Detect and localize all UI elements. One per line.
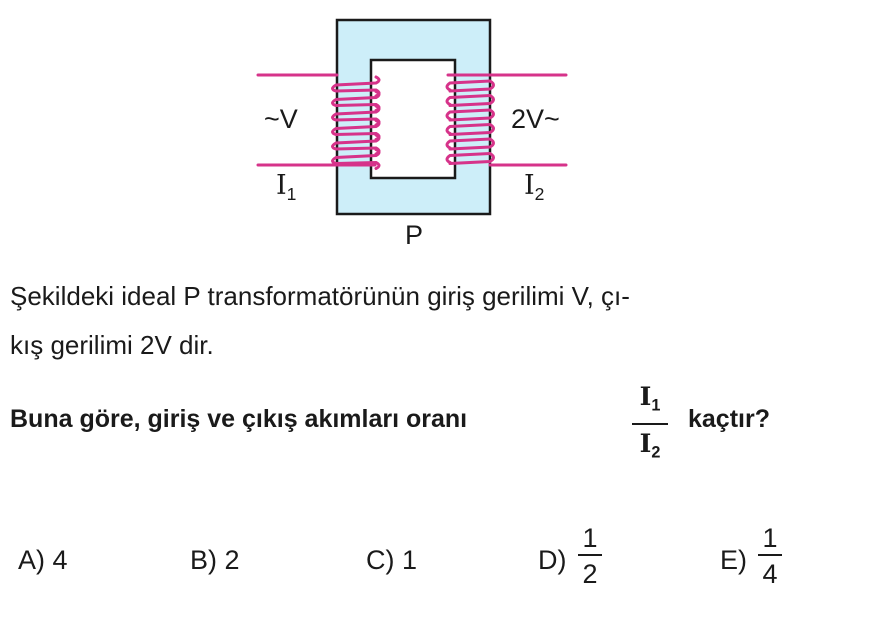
- current-ratio-fraction: I1 I2: [632, 380, 668, 471]
- numerator: 1: [762, 523, 778, 553]
- transformer-diagram: [256, 18, 568, 216]
- current-symbol: I: [524, 170, 535, 201]
- current-symbol: I: [276, 170, 287, 201]
- option-letter: B): [190, 545, 217, 575]
- output-current-label: I2: [524, 170, 544, 205]
- numerator-symbol: I: [639, 382, 652, 411]
- input-current-label: I1: [276, 170, 296, 205]
- option-a[interactable]: A) 4: [18, 545, 68, 576]
- option-value: 1: [402, 545, 418, 575]
- numerator: 1: [582, 523, 598, 553]
- option-b[interactable]: B) 2: [190, 545, 240, 576]
- denominator: 2: [582, 559, 598, 589]
- secondary-coil-turn: [445, 122, 495, 136]
- option-value: 4: [52, 545, 68, 575]
- input-voltage-label: ~V: [264, 104, 298, 134]
- option-letter: C): [366, 545, 395, 575]
- secondary-coil-turn: [445, 151, 495, 165]
- denominator-subscript: 2: [651, 443, 661, 462]
- question-text-after: kaçtır?: [688, 405, 770, 433]
- option-d-fraction: 1 2: [578, 522, 602, 592]
- current-subscript: 1: [286, 184, 297, 205]
- denominator-symbol: I: [639, 428, 652, 458]
- denominator: 4: [762, 559, 778, 589]
- secondary-coil-turn: [445, 79, 495, 93]
- fraction-bar: [578, 554, 602, 556]
- transformer-label: P: [405, 220, 424, 250]
- option-c[interactable]: C) 1: [366, 545, 417, 576]
- secondary-coil-turn: [445, 108, 495, 122]
- output-voltage-label: 2V~: [511, 104, 560, 134]
- secondary-coil-turn: [445, 93, 495, 107]
- secondary-coil-turn: [445, 137, 495, 151]
- problem-line-2: kış gerilimi 2V dir.: [10, 330, 214, 360]
- option-e-fraction: 1 4: [758, 522, 782, 592]
- option-value: 2: [224, 545, 240, 575]
- fraction-bar: [758, 554, 782, 556]
- problem-text: Şekildeki ideal P transformatörünün giri…: [10, 272, 630, 370]
- option-letter: A): [18, 545, 45, 575]
- option-d[interactable]: D): [538, 545, 567, 576]
- numerator-subscript: 1: [651, 396, 661, 415]
- option-letter: E): [720, 545, 747, 575]
- option-letter: D): [538, 545, 567, 575]
- question-text-before: Buna göre, giriş ve çıkış akımları oranı: [10, 405, 468, 433]
- problem-line-1: Şekildeki ideal P transformatörünün giri…: [10, 281, 630, 311]
- fraction-bar: [632, 422, 668, 425]
- current-subscript: 2: [534, 184, 545, 205]
- core-window: [369, 58, 457, 180]
- primary-coil-turn: [331, 148, 381, 170]
- option-e[interactable]: E): [720, 545, 747, 576]
